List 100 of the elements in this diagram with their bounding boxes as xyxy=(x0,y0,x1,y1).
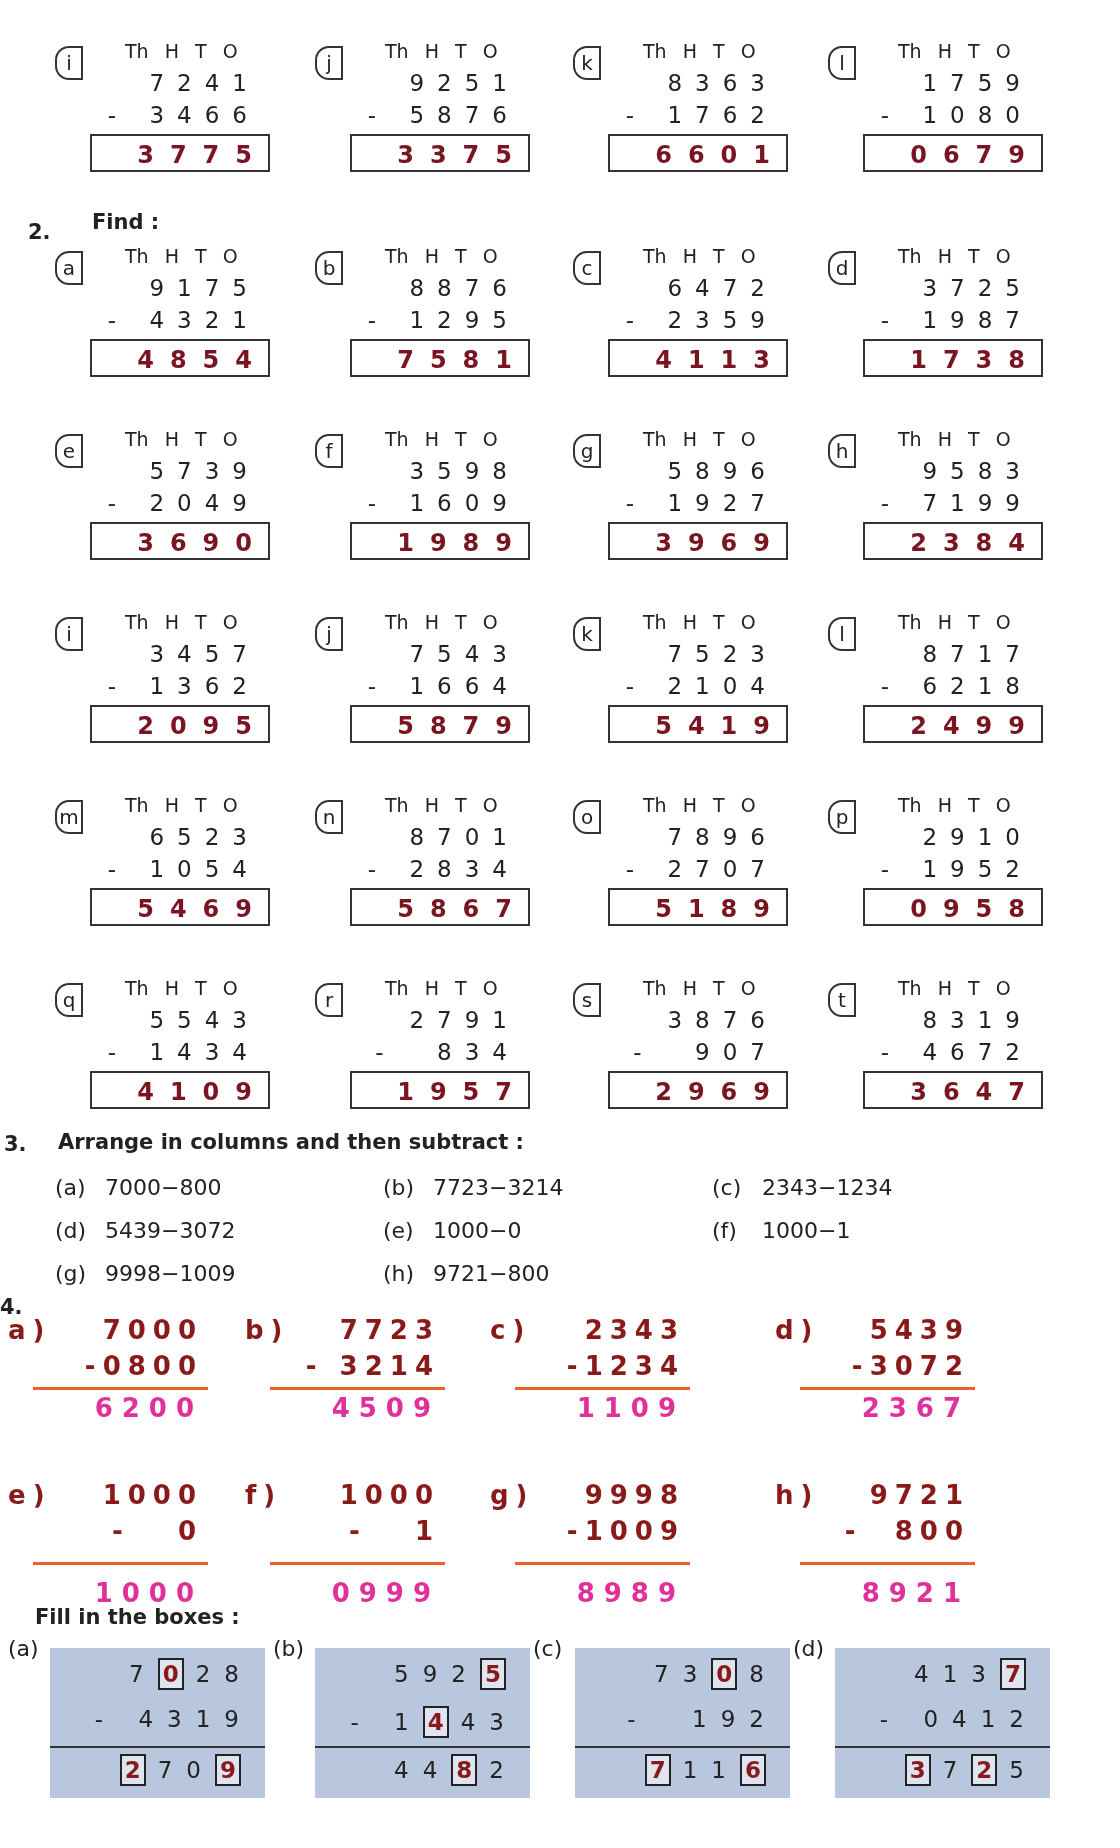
section-number: 2. xyxy=(28,220,51,244)
place-value-header: Th H T O xyxy=(125,977,239,999)
problem-letter-tab: g xyxy=(573,434,601,468)
digits: - 1 xyxy=(350,1709,423,1735)
minuend-number: 3457 xyxy=(148,641,260,667)
problem-letter-tab: k xyxy=(573,617,601,651)
problem-letter-tab: i xyxy=(55,617,83,651)
subtraction-expression: 7000−800 xyxy=(105,1175,222,1200)
item-letter: (c) xyxy=(533,1636,563,1661)
fill-in-box: 3 xyxy=(904,1754,931,1786)
minuend-number: 8876 xyxy=(408,275,520,301)
answer-box: 1989 xyxy=(350,522,530,560)
problem-letter-tab: n xyxy=(315,800,343,834)
digits: 7 xyxy=(129,1661,158,1687)
problem-letter-tab: h xyxy=(828,434,856,468)
subtrahend-number: - 800 xyxy=(843,1516,970,1546)
instruction: Find : xyxy=(92,210,160,234)
place-value-header: Th H T O xyxy=(385,40,499,62)
subtrahend-number: - 2834 xyxy=(366,856,520,882)
answer-box: 3375 xyxy=(350,134,530,172)
minuend-number: 1759 xyxy=(921,70,1033,96)
digits: 413 xyxy=(914,1661,1000,1687)
digits: 73 xyxy=(654,1661,712,1687)
subtrahend-number: - 2049 xyxy=(106,490,260,516)
place-value-header: Th H T O xyxy=(643,611,757,633)
answer-box: 1957 xyxy=(350,1071,530,1109)
subtrahend-number: - 4672 xyxy=(879,1039,1033,1065)
fill-in-box: 0 xyxy=(711,1658,738,1690)
problem-letter-tab: e xyxy=(55,434,83,468)
place-value-header: Th H T O xyxy=(643,40,757,62)
place-value-header: Th H T O xyxy=(898,977,1012,999)
digits: - 4319 xyxy=(94,1706,253,1732)
minuend-number: 2791 xyxy=(408,1007,520,1033)
problem-letter-tab: c xyxy=(573,251,601,285)
fill-in-box: 8 xyxy=(451,1754,478,1786)
subtraction-expression: 9998−1009 xyxy=(105,1261,236,1286)
answer-box: 2095 xyxy=(90,705,270,743)
minuend-number: 7000 xyxy=(101,1315,203,1345)
answer-box: 2499 xyxy=(863,705,1043,743)
answer-box: 7581 xyxy=(350,339,530,377)
answer-box: 2969 xyxy=(608,1071,788,1109)
place-value-header: Th H T O xyxy=(125,794,239,816)
place-value-header: Th H T O xyxy=(385,611,499,633)
answer-box: 4109 xyxy=(90,1071,270,1109)
answer-box: 5189 xyxy=(608,888,788,926)
answer-box: 3690 xyxy=(90,522,270,560)
subtrahend-number: - 4321 xyxy=(106,307,260,333)
answer-box: 0958 xyxy=(863,888,1043,926)
answer-number: 0999 xyxy=(330,1578,440,1608)
answer-box: 2384 xyxy=(863,522,1043,560)
problem-letter-tab: f xyxy=(315,434,343,468)
item-letter: (e) xyxy=(383,1218,414,1243)
subtraction-expression: 9721−800 xyxy=(433,1261,550,1286)
minuend-number: 2343 xyxy=(583,1315,685,1345)
answer-box: 5879 xyxy=(350,705,530,743)
problem-letter-tab: l xyxy=(828,617,856,651)
fill-in-box: 6 xyxy=(740,1754,766,1786)
minuend-number: 9583 xyxy=(921,458,1033,484)
place-value-header: Th H T O xyxy=(385,977,499,999)
fill-in-box: 7 xyxy=(1000,1658,1026,1690)
problem-letter-tab: q xyxy=(55,983,83,1017)
subtrahend-number: -0800 xyxy=(83,1351,203,1381)
subtrahend-number: - 2707 xyxy=(624,856,778,882)
answer-box: 5867 xyxy=(350,888,530,926)
answer-box: 5469 xyxy=(90,888,270,926)
digits: 44 xyxy=(394,1757,452,1783)
place-value-header: Th H T O xyxy=(898,794,1012,816)
minuend-number: 6523 xyxy=(148,824,260,850)
subtrahend-number: - 6218 xyxy=(879,673,1033,699)
subtrahend-number: - 7199 xyxy=(879,490,1033,516)
item-letter: f) xyxy=(245,1480,283,1510)
subtrahend-number: - 3214 xyxy=(304,1351,440,1381)
minuend-number: 6472 xyxy=(666,275,778,301)
place-value-header: Th H T O xyxy=(385,794,499,816)
minuend-number: 9998 xyxy=(583,1480,685,1510)
problem-letter-tab: p xyxy=(828,800,856,834)
subtrahend-number: - 1762 xyxy=(624,102,778,128)
subtrahend-number: - 1987 xyxy=(879,307,1033,333)
subtrahend-number: - 834 xyxy=(374,1039,520,1065)
answer-number: 4509 xyxy=(330,1393,440,1423)
fill-in-box: 9 xyxy=(215,1754,241,1786)
digits: 43 xyxy=(460,1709,518,1735)
problem-letter-tab: b xyxy=(315,251,343,285)
subtrahend-number: - 1362 xyxy=(106,673,260,699)
digits: 8 xyxy=(749,1661,778,1687)
subtrahend-number: - 3466 xyxy=(106,102,260,128)
answer-box: 4854 xyxy=(90,339,270,377)
answer-number: 1000 xyxy=(93,1578,203,1608)
subtrahend-number: - 907 xyxy=(632,1039,778,1065)
minuend-number: 3598 xyxy=(408,458,520,484)
place-value-header: Th H T O xyxy=(125,245,239,267)
minuend-number: 9251 xyxy=(408,70,520,96)
fill-in-box: 0 xyxy=(157,1658,184,1690)
place-value-header: Th H T O xyxy=(643,977,757,999)
problem-letter-tab: t xyxy=(828,983,856,1017)
problem-letter-tab: i xyxy=(55,46,83,80)
place-value-header: Th H T O xyxy=(643,245,757,267)
problem-letter-tab: m xyxy=(55,800,83,834)
subtrahend-number: - 1927 xyxy=(624,490,778,516)
minuend-number: 3725 xyxy=(921,275,1033,301)
